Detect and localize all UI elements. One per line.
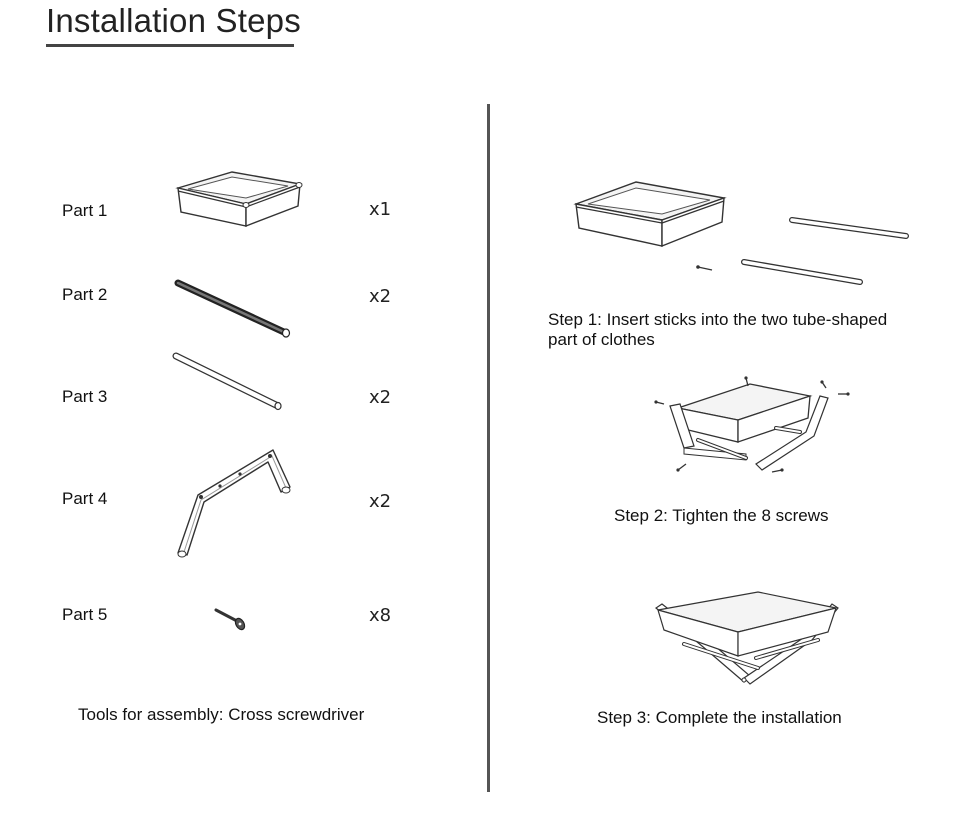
step-2-illustration: [654, 376, 850, 478]
page-title: Installation Steps: [46, 2, 301, 39]
part-4-label: Part 4: [62, 489, 108, 508]
part-5-qty: x8: [369, 605, 392, 626]
drawer-box-icon: [172, 168, 304, 232]
step-1-line-2: part of clothes: [548, 330, 655, 349]
bent-leg-frame-icon: [168, 440, 298, 566]
light-rod-icon: [168, 348, 288, 414]
part-4-qty: x2: [369, 491, 392, 512]
part-3-label: Part 3: [62, 387, 108, 406]
step-1-illustration: [570, 176, 920, 286]
step-3-text: Step 3: Complete the installation: [597, 708, 842, 727]
screw-icon: [210, 604, 252, 634]
column-divider: [487, 104, 490, 792]
part-1-qty: x1: [369, 199, 392, 220]
part-3-qty: x2: [369, 387, 392, 408]
dark-rod-icon: [170, 274, 296, 342]
title-underline: [46, 44, 294, 47]
part-2-label: Part 2: [62, 285, 108, 304]
part-5-label: Part 5: [62, 605, 108, 624]
step-1-text: Step 1: Insert sticks into the two tube-…: [548, 310, 887, 350]
part-1-label: Part 1: [62, 201, 108, 220]
step-2-text: Step 2: Tighten the 8 screws: [614, 506, 829, 525]
part-2-qty: x2: [369, 286, 392, 307]
step-3-illustration: [650, 588, 844, 690]
step-1-line-1: Step 1: Insert sticks into the two tube-…: [548, 310, 888, 329]
tools-note: Tools for assembly: Cross screwdriver: [78, 705, 365, 724]
